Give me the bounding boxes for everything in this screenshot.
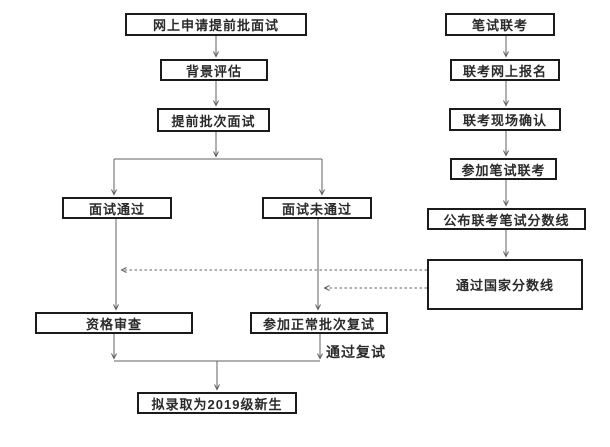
node-exam-confirm: 联考现场确认	[449, 108, 561, 131]
node-background-eval: 背景评估	[160, 59, 268, 81]
node-apply-online: 网上申请提前批面试	[125, 13, 307, 36]
node-admitted: 拟录取为2019级新生	[137, 392, 297, 414]
node-early-interview: 提前批次面试	[157, 108, 270, 132]
node-qualification-review: 资格审查	[35, 312, 193, 334]
node-exam-register: 联考网上报名	[450, 59, 560, 81]
node-interview-failed: 面试未通过	[262, 197, 372, 219]
node-score-line: 公布联考笔试分数线	[427, 208, 586, 230]
edge-label-pass-retest: 通过复试	[326, 344, 386, 360]
node-written-exam: 笔试联考	[445, 13, 555, 36]
node-national-line: 通过国家分数线	[427, 259, 583, 310]
node-interview-passed: 面试通过	[62, 197, 172, 219]
node-take-exam: 参加笔试联考	[450, 158, 557, 180]
node-normal-retest: 参加正常批次复试	[250, 312, 388, 334]
